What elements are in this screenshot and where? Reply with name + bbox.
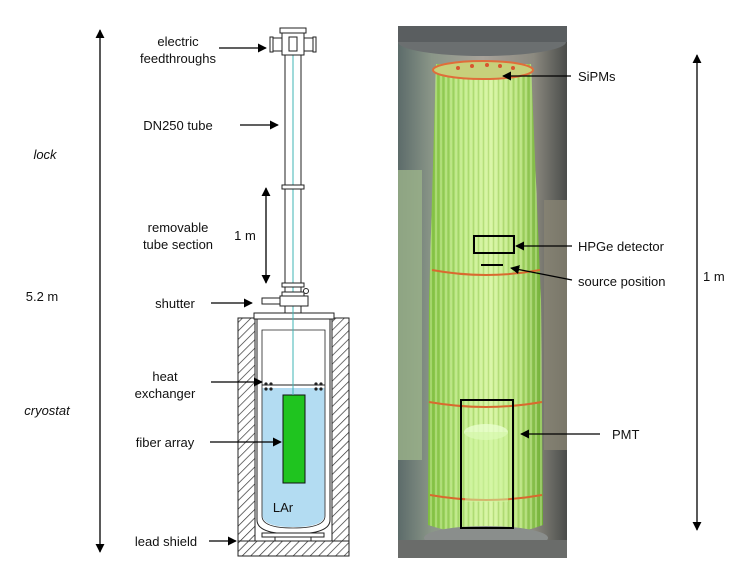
pmt-box <box>460 399 514 529</box>
label-removable: removable <box>148 220 209 235</box>
pointer-arrows <box>209 43 282 546</box>
lead-shield-bottom <box>237 540 350 557</box>
label-feedthroughs: feedthroughs <box>140 51 216 66</box>
photo-side-cylinder-right <box>544 200 567 450</box>
label-shutter: shutter <box>155 296 195 311</box>
setup-photo: SiPMs HPGe detector source position PMT … <box>398 26 725 558</box>
cryostat-inner-vessel <box>261 329 326 529</box>
label-lar: LAr <box>273 500 294 515</box>
label-1m-right: 1 m <box>703 269 725 284</box>
label-total-height: 5.2 m <box>26 289 59 304</box>
photo-side-cylinder-left <box>398 170 422 460</box>
label-cryostat: cryostat <box>24 403 71 418</box>
label-fiber-array: fiber array <box>136 435 195 450</box>
feedthrough-cross <box>269 27 317 56</box>
label-tube-section: tube section <box>143 237 213 252</box>
label-pmt: PMT <box>612 427 640 442</box>
label-source-position: source position <box>578 274 665 289</box>
photo-pointer-arrows <box>502 71 600 439</box>
hpge-detector-box <box>473 235 515 254</box>
label-electric: electric <box>157 34 199 49</box>
label-sipms: SiPMs <box>578 69 616 84</box>
fiber-array <box>282 394 306 484</box>
lead-shield-right-wall <box>331 317 350 557</box>
cryostat-top-flange <box>253 312 335 320</box>
label-hpge-detector: HPGe detector <box>578 239 665 254</box>
label-exchanger: exchanger <box>135 386 196 401</box>
lead-shield-left-wall <box>237 317 256 557</box>
shutter <box>261 288 309 307</box>
label-lock: lock <box>33 147 58 162</box>
photo-band-2 <box>428 401 543 408</box>
label-heat: heat <box>152 369 178 384</box>
label-1m-left: 1 m <box>234 228 256 243</box>
label-dn250-tube: DN250 tube <box>143 118 212 133</box>
label-lead-shield: lead shield <box>135 534 197 549</box>
cryostat-schematic: electric feedthroughs DN250 tube removab… <box>24 27 350 557</box>
vessel-supports <box>261 532 325 541</box>
